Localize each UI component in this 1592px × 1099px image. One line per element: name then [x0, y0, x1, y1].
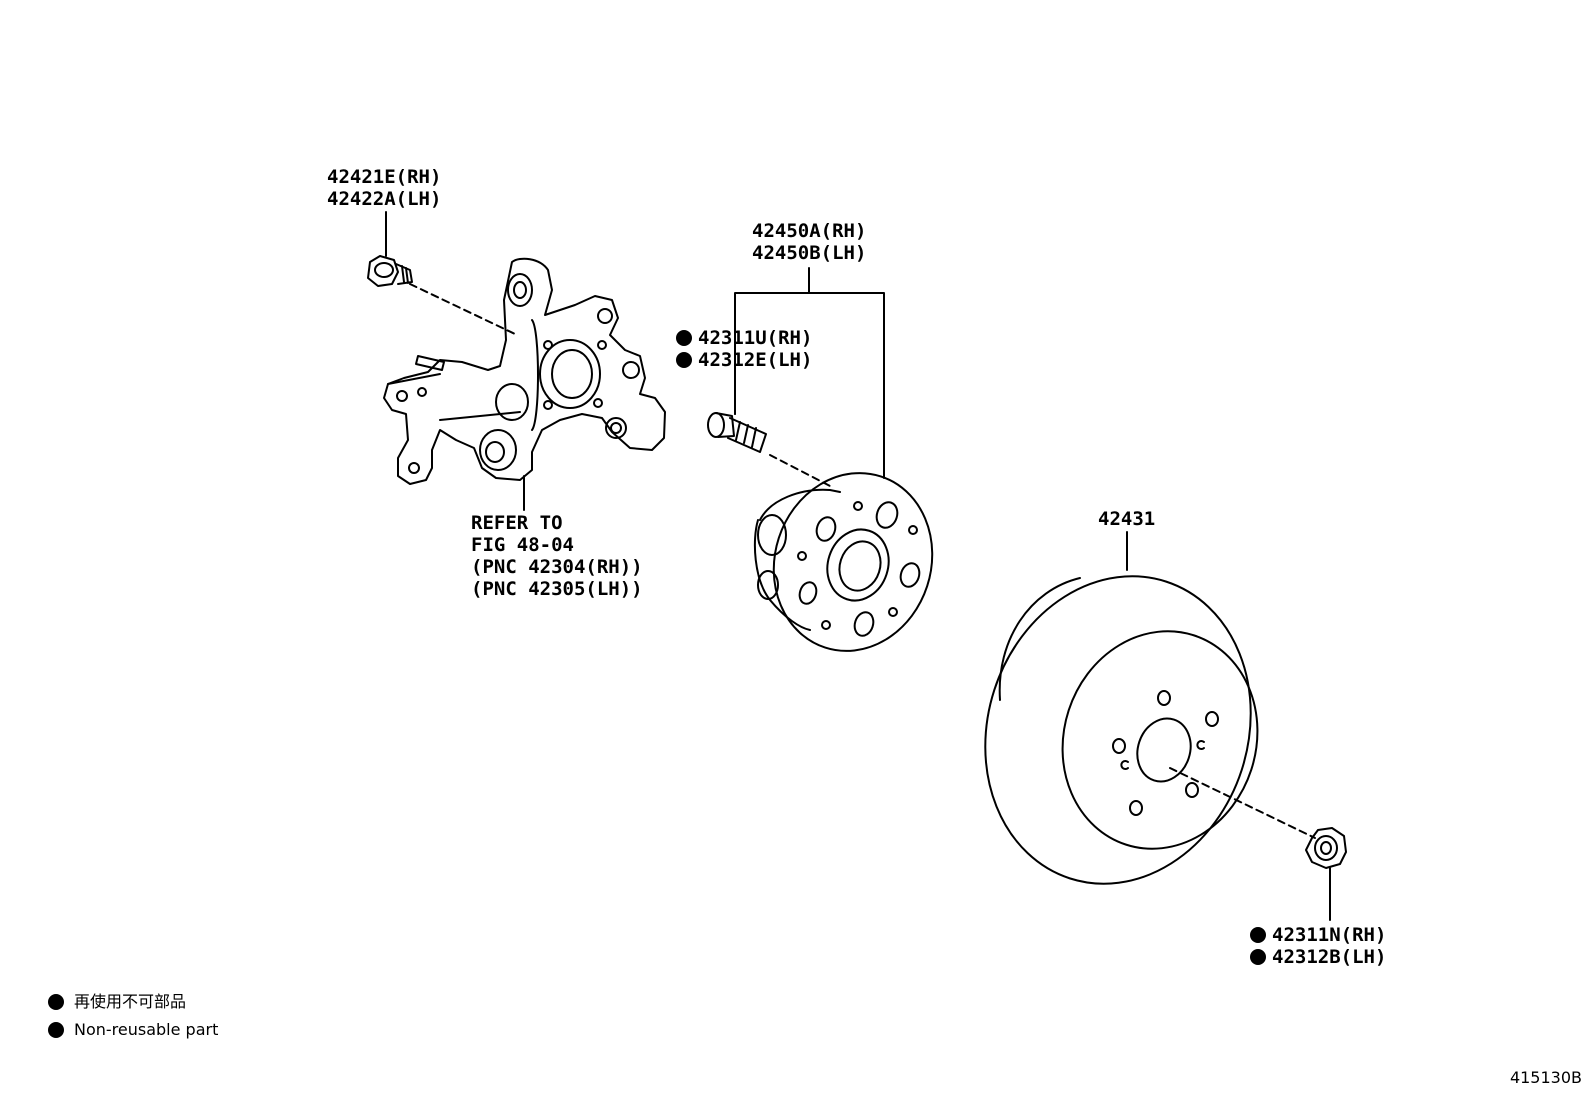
- label-refer-4: (PNC 42305(LH)): [471, 578, 643, 600]
- dash-bolt: [409, 283, 516, 335]
- legend-en: Non-reusable part: [74, 1020, 219, 1039]
- label-hub-bolt-lh: 42312E(LH): [698, 349, 813, 371]
- label-disc-number: 42431: [1098, 508, 1156, 530]
- hub-bolt-drawing: [707, 412, 767, 453]
- figure-number: 415130B: [1509, 1068, 1582, 1087]
- dash-hub-bolt: [769, 454, 833, 488]
- label-bolt-rh: 42421E(RH): [327, 166, 442, 188]
- label-hub-lh: 42450B(LH): [752, 242, 867, 264]
- non-reusable-dot-icon: [1250, 927, 1266, 943]
- label-hub-rh: 42450A(RH): [752, 220, 867, 242]
- non-reusable-dot-icon: [1250, 949, 1266, 965]
- label-hub-bolt-rh: 42311U(RH): [698, 327, 813, 349]
- label-refer-2: FIG 48-04: [471, 534, 574, 556]
- label-hub-assembly: 42450A(RH) 42450B(LH): [752, 220, 866, 264]
- bolt-drawing: [367, 255, 413, 287]
- disc-drawing: [984, 575, 1259, 885]
- dash-nut: [1169, 767, 1316, 839]
- label-hub-bolt: 42311U(RH) 42312E(LH): [676, 327, 812, 371]
- label-bolt-lh: 42422A(LH): [327, 188, 442, 210]
- hub-drawing: [753, 472, 934, 652]
- non-reusable-dot-icon: [676, 352, 692, 368]
- label-disc: 42431: [1098, 508, 1155, 530]
- label-refer: REFER TO FIG 48-04 (PNC 42304(RH)) (PNC …: [471, 512, 643, 600]
- hub-nut-drawing: [1305, 827, 1347, 869]
- label-hub-nut-lh: 42312B(LH): [1272, 946, 1387, 968]
- non-reusable-dot-icon: [676, 330, 692, 346]
- label-bolt: 42421E(RH) 42422A(LH): [327, 166, 441, 210]
- label-refer-1: REFER TO: [471, 512, 563, 534]
- label-hub-nut: 42311N(RH) 42312B(LH): [1250, 924, 1386, 968]
- non-reusable-dot-icon: [48, 1022, 64, 1038]
- legend: 再使用不可部品 Non-reusable part: [48, 992, 218, 1040]
- non-reusable-dot-icon: [48, 994, 64, 1010]
- legend-jp: 再使用不可部品: [74, 992, 187, 1011]
- label-hub-nut-rh: 42311N(RH): [1272, 924, 1387, 946]
- label-refer-3: (PNC 42304(RH)): [471, 556, 643, 578]
- knuckle-drawing: [383, 257, 666, 485]
